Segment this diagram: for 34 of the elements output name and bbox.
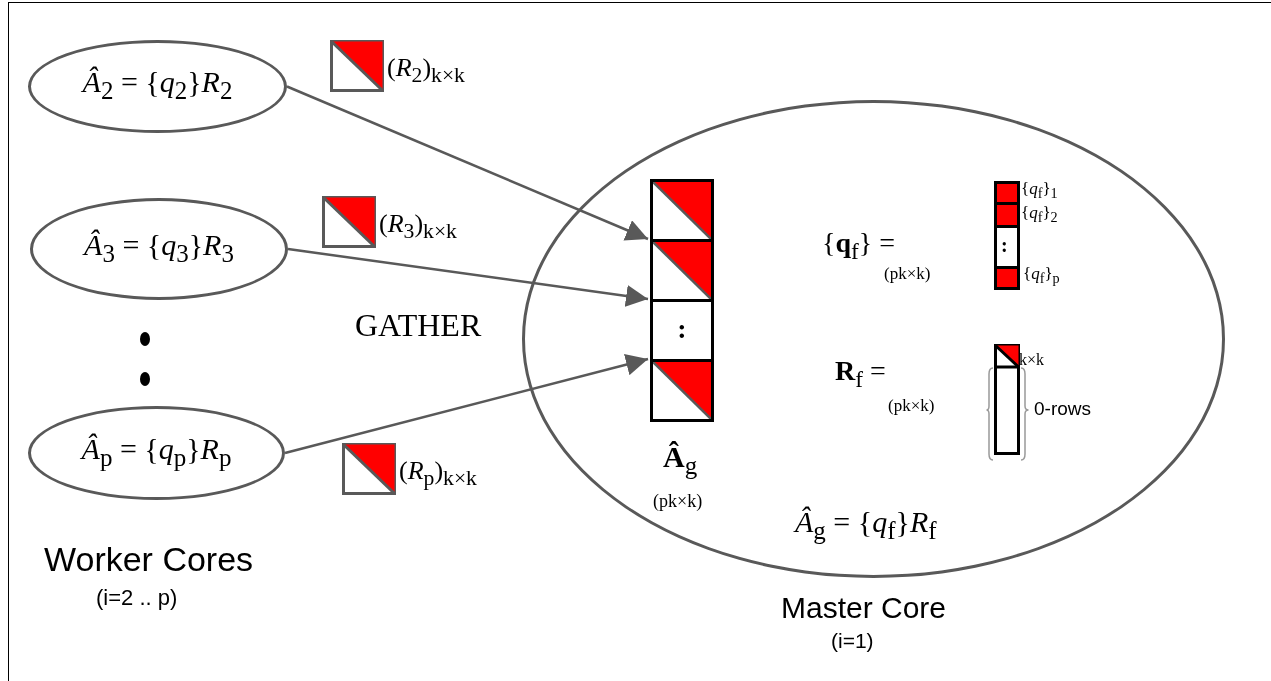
matrix-block <box>650 179 714 242</box>
core-title: Master Core <box>781 591 947 624</box>
ellipsis-mark: : <box>676 314 688 345</box>
formula-text: Â$_{p}$ = {q$_{p}$}R$_{p}$ <box>79 432 233 472</box>
worker-core-ellipse <box>28 406 285 500</box>
dimension-text: (pk×k) <box>653 492 703 512</box>
formula-text: Â$_{g}$ = {q$_{f}$}R$_{f}$ <box>795 505 937 545</box>
annotation-text: 0-rows <box>1034 399 1091 420</box>
core-index: (i=1) <box>831 629 874 653</box>
block-label: {q$_{f}$}$_{p}$ <box>1023 265 1060 287</box>
matrix-block <box>650 239 714 302</box>
block-label: {q$_{f}$}$_{1}$ <box>1021 180 1058 202</box>
gather-label: GATHER <box>355 308 482 344</box>
matrix-name: Â$_{g}$ <box>663 440 698 480</box>
worker-core-ellipse <box>30 198 288 300</box>
matrix-block <box>650 359 714 422</box>
dimension-text: (pk×k) <box>884 265 931 284</box>
edge-label: (R$_{3}$)$_{k×k}$ <box>379 210 457 244</box>
formula-text: R$_{f}$ = <box>835 356 886 393</box>
group-title: Worker Cores <box>44 541 254 579</box>
formula-text: Â$_{3}$ = {q$_{3}$}R$_{3}$ <box>81 228 235 268</box>
dimension-text: k×k <box>1019 351 1045 369</box>
dimension-text: (pk×k) <box>888 397 935 416</box>
arrow <box>287 247 649 307</box>
ellipsis-mark: : <box>1001 234 1008 256</box>
edge-label: (R$_{p}$)$_{k×k}$ <box>399 457 477 491</box>
worker-core-ellipse <box>28 40 287 133</box>
arrow <box>284 353 649 455</box>
block-label: {q$_{f}$}$_{2}$ <box>1021 204 1058 226</box>
formula-text: Â$_{2}$ = {q$_{2}$}R$_{2}$ <box>80 65 234 105</box>
edge-label: (R$_{2}$)$_{k×k}$ <box>387 54 465 88</box>
arrow <box>286 85 649 241</box>
group-index: (i=2 .. p) <box>96 586 178 611</box>
formula-text: {q$_{f}$} = <box>822 228 896 265</box>
